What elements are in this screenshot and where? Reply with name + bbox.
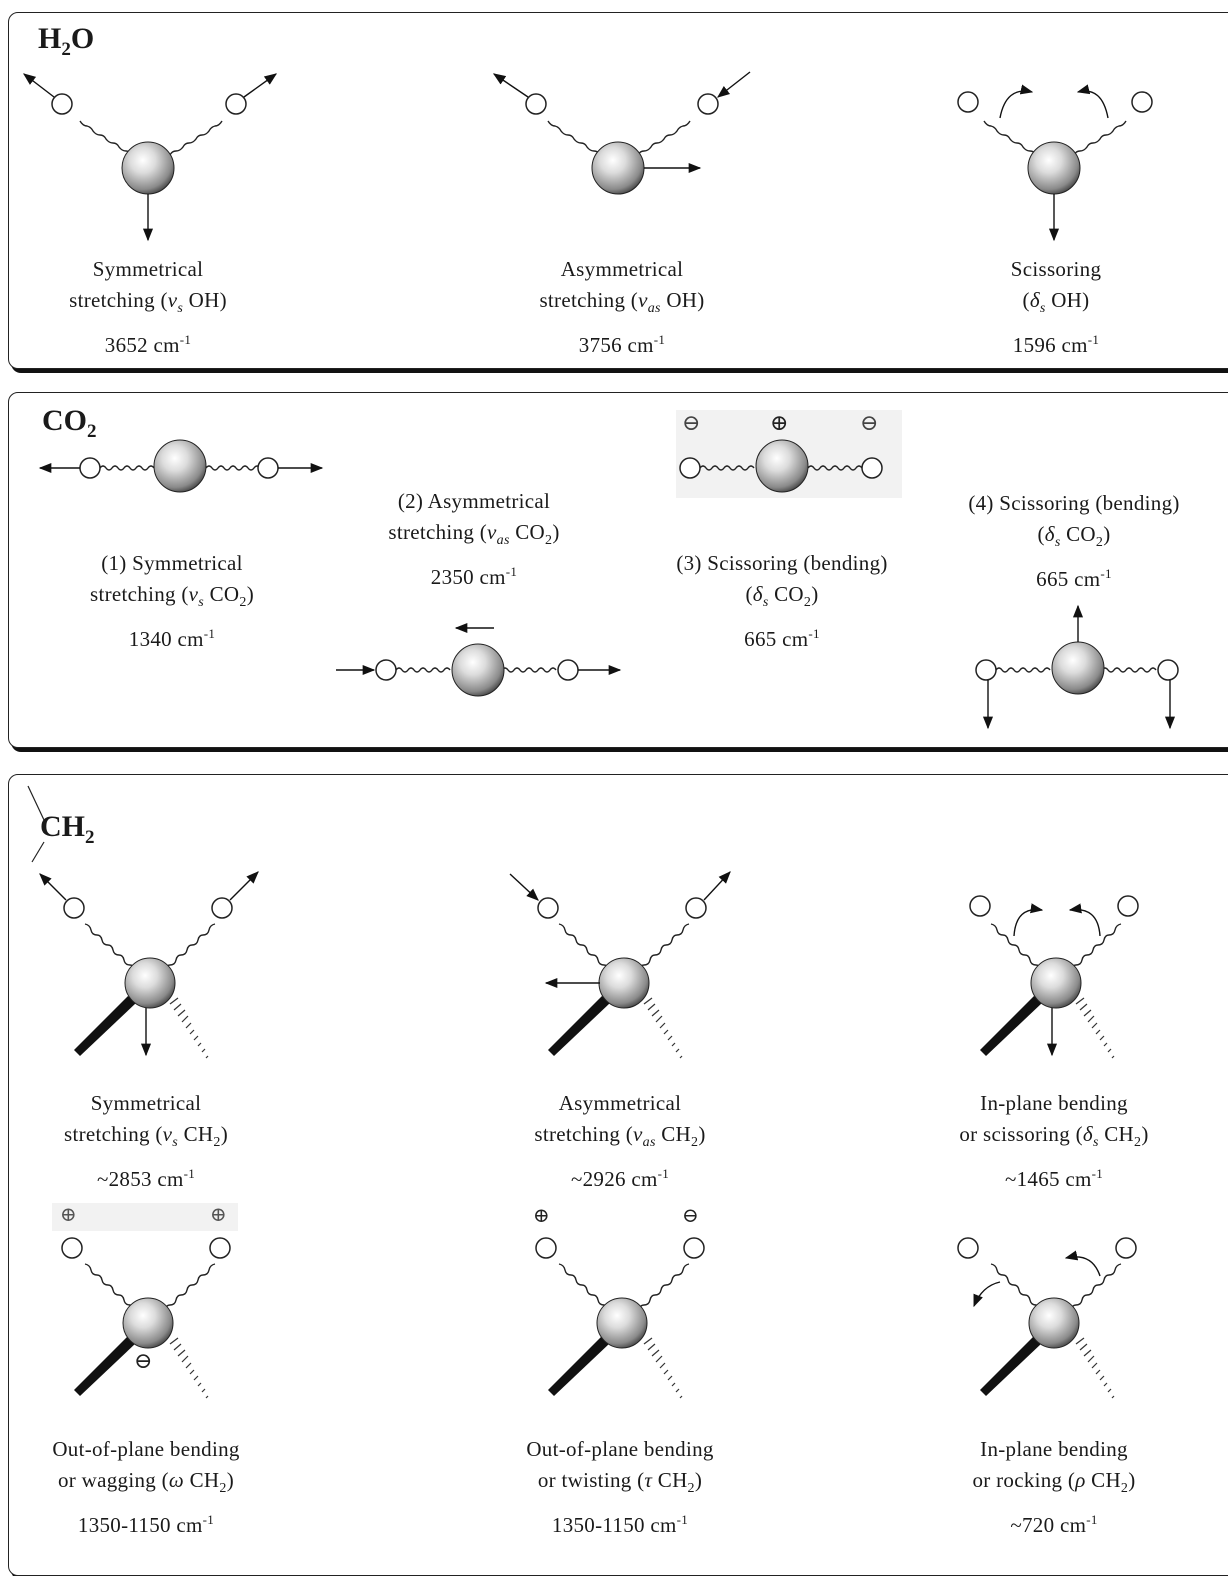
hydrogen-atom	[63, 897, 85, 919]
hydrogen-atom	[225, 93, 247, 115]
caption-co2-mode-1: (1) Symmetrical stretching (νs CO2) 1340…	[90, 551, 254, 652]
caption-ch2-wagging: Out-of-plane bending or wagging (ω CH2) …	[52, 1437, 240, 1538]
caption-co2-mode-3: (3) Scissoring (bending) (δs CO2) 665 cm…	[676, 551, 888, 652]
co2-asymmetrical-molecule	[336, 622, 622, 697]
wagging-shaded-box	[52, 1203, 238, 1231]
plus-sign-icon: ⊕	[60, 1204, 77, 1226]
hydrogen-atom	[51, 93, 73, 115]
co2-symmetrical-molecule	[38, 439, 324, 493]
caption-ch2-scissoring: In-plane bending or scissoring (δs CH2) …	[959, 1091, 1149, 1192]
ch2-bond-line-mark	[27, 785, 45, 863]
ch2-wagging-molecule	[52, 1203, 238, 1399]
minus-sign-icon: ⊖	[682, 1205, 699, 1227]
minus-sign-icon: ⊖	[860, 410, 879, 435]
caption-co2-mode-2: (2) Asymmetrical stretching (νas CO2) 23…	[388, 489, 560, 590]
oxygen-atom	[79, 457, 101, 479]
caption-h2o-symmetrical: Symmetrical stretching (νs OH) 3652 cm-1	[69, 257, 227, 358]
ch2-symmetrical-molecule	[39, 871, 259, 1059]
caption-ch2-rocking: In-plane bending or rocking (ρ CH2) ~720…	[972, 1437, 1136, 1538]
ch2-rocking-molecule	[957, 1237, 1137, 1399]
caption-ch2-asymmetrical: Asymmetrical stretching (νas CH2) ~2926 …	[534, 1091, 706, 1192]
h2o-asymmetrical-molecule	[492, 71, 751, 195]
minus-sign-icon: ⊖	[134, 1348, 153, 1373]
co2-scissoring-3-molecule	[676, 410, 902, 498]
co2-panel-title: CO2	[42, 404, 97, 442]
plus-sign-icon: ⊕	[533, 1205, 550, 1227]
plus-sign-icon: ⊕	[770, 410, 789, 435]
ch2-panel-title: CH2	[40, 810, 95, 848]
caption-ch2-symmetrical: Symmetrical stretching (νs CH2) ~2853 cm…	[64, 1091, 228, 1192]
caption-co2-mode-4: (4) Scissoring (bending) (δs CO2) 665 cm…	[968, 491, 1180, 592]
h2o-panel-title: H2O	[38, 22, 95, 60]
oxygen-atom	[121, 141, 175, 195]
hydrogen-atom	[211, 897, 233, 919]
ch2-panel	[8, 774, 1228, 1576]
ch2-asymmetrical-molecule	[509, 871, 731, 1059]
co2-panel	[8, 392, 1228, 748]
caption-ch2-twisting: Out-of-plane bending or twisting (τ CH2)…	[526, 1437, 714, 1538]
h2o-symmetrical-molecule	[23, 73, 278, 242]
oxygen-atom	[257, 457, 279, 479]
caption-h2o-scissoring: Scissoring (δs OH) 1596 cm-1	[1010, 257, 1102, 358]
carbon-atom	[124, 957, 176, 1009]
plus-sign-icon: ⊕	[210, 1204, 227, 1226]
ch2-scissoring-molecule	[969, 895, 1139, 1059]
caption-h2o-asymmetrical: Asymmetrical stretching (νas OH) 3756 cm…	[539, 257, 705, 358]
co2-scissoring-4-molecule	[975, 604, 1179, 730]
carbon-atom	[153, 439, 207, 493]
ch2-twisting-molecule	[535, 1237, 705, 1399]
h2o-scissoring-molecule	[957, 84, 1153, 242]
minus-sign-icon: ⊖	[682, 410, 701, 435]
